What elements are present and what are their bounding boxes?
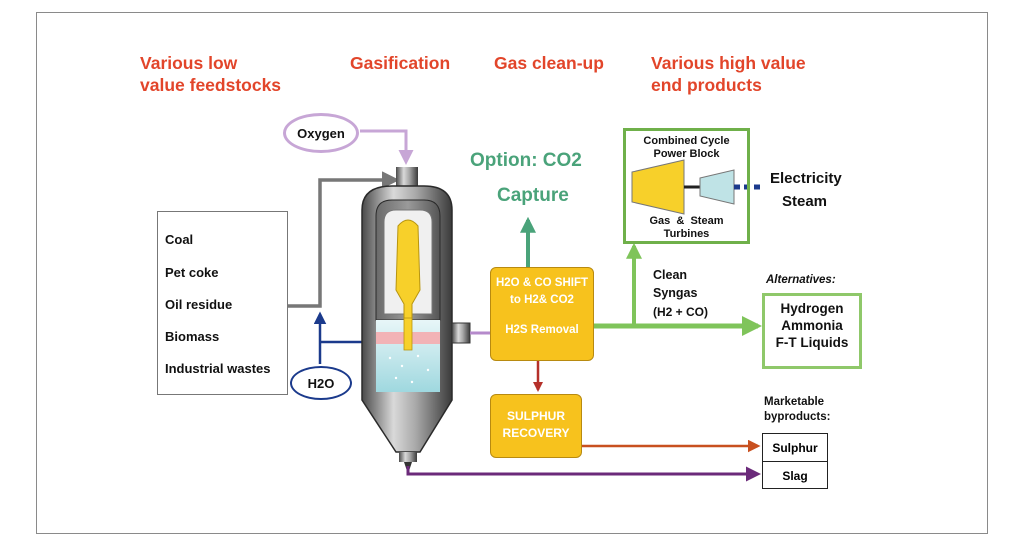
byproducts-title1: Marketable	[764, 396, 825, 408]
shift-box-line3: H2S Removal	[505, 324, 579, 336]
byproducts-title2: byproducts:	[764, 411, 831, 423]
turbines-graphic	[631, 159, 762, 215]
water-ellipse: H2O	[290, 366, 352, 400]
alt-ammonia: Ammonia	[781, 318, 843, 333]
alt-hydrogen: Hydrogen	[780, 301, 844, 316]
power-block-box: Combined Cycle Power Block Gas & Steam T…	[623, 128, 750, 244]
heading-cleanup: Gas clean-up	[494, 53, 604, 73]
byproducts-box: Sulphur Slag	[762, 433, 828, 489]
gasifier-vessel	[361, 167, 471, 474]
co2-option-line1: Option: CO2	[470, 150, 582, 171]
oxygen-line	[360, 129, 414, 165]
syngas-line1: Clean	[653, 268, 688, 282]
heading-feedstocks-line1: Various low	[140, 53, 238, 73]
shift-removal-box: H2O & CO SHIFT to H2& CO2 H2S Removal	[490, 267, 594, 361]
byproduct-slag: Slag	[782, 468, 808, 483]
co2-option-line2: Capture	[497, 185, 569, 206]
oxygen-label: Oxygen	[297, 125, 345, 141]
heading-feedstocks-line2: value feedstocks	[140, 75, 282, 95]
diagram-frame	[36, 12, 988, 534]
feedstock-oil-residue: Oil residue	[165, 297, 233, 312]
heading-products: Various high value end products	[651, 52, 806, 96]
sulphur-recovery-box: SULPHUR RECOVERY	[490, 394, 582, 458]
alt-ft-liquids: F-T Liquids	[775, 335, 849, 350]
heading-gasification: Gasification	[350, 53, 451, 73]
syngas-line2: Syngas	[653, 286, 698, 300]
power-block-turbines1: Gas & Steam	[649, 215, 724, 227]
byproduct-sulphur: Sulphur	[763, 434, 827, 462]
alternatives-box: Hydrogen Ammonia F-T Liquids	[762, 293, 862, 369]
feedstock-biomass: Biomass	[165, 329, 220, 344]
oxygen-ellipse: Oxygen	[283, 113, 359, 153]
alternatives-title: Alternatives:	[766, 274, 836, 286]
heading-feedstocks: Various low value feedstocks	[140, 52, 281, 96]
syngas-line3: (H2 + CO)	[653, 305, 709, 319]
shift-box-line1: H2O & CO SHIFT	[495, 277, 588, 289]
power-block-title1: Combined Cycle	[643, 135, 730, 147]
feedstock-box: Coal Pet coke Oil residue Biomass Indust…	[157, 211, 288, 395]
sulphur-recovery-line1: SULPHUR	[506, 409, 565, 423]
heading-products-line2: end products	[651, 75, 762, 95]
feedstock-industrial-wastes: Industrial wastes	[165, 361, 271, 376]
water-label: H2O	[307, 375, 335, 391]
feedstock-pet-coke: Pet coke	[165, 265, 219, 280]
feedstock-line	[288, 171, 400, 308]
power-block-turbines2: Turbines	[663, 228, 710, 240]
feedstock-coal: Coal	[165, 232, 194, 247]
slag-line	[406, 466, 761, 482]
shift-box-line2: to H2& CO2	[510, 294, 574, 306]
heading-products-line1: Various high value	[651, 53, 806, 73]
output-electricity: Electricity	[770, 170, 842, 187]
output-steam: Steam	[782, 193, 828, 210]
power-block-title2: Power Block	[653, 148, 720, 160]
sulphur-recovery-line2: RECOVERY	[502, 426, 570, 440]
